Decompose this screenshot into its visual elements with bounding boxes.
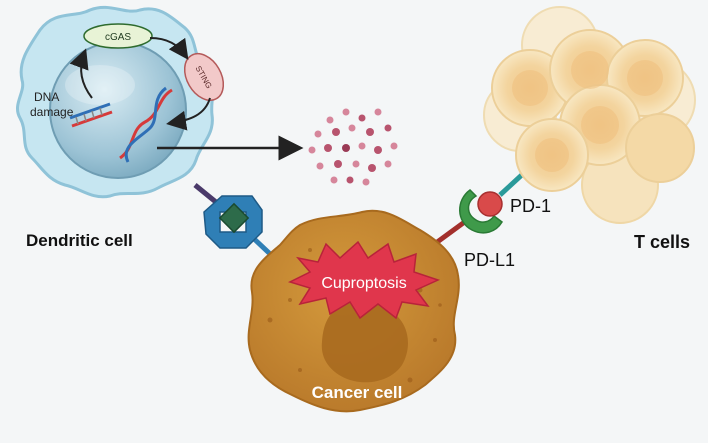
dna-helix-icon: [119, 86, 173, 163]
cgas-label: cGAS: [105, 32, 131, 43]
cgas-node: cGAS: [83, 23, 153, 49]
pdl1-label: PD-L1: [464, 250, 515, 270]
dna-damage-label-line1: DNA: [34, 90, 59, 104]
dna-damage-label-line2: damage: [30, 105, 74, 119]
cancer-cell: [247, 209, 460, 413]
pd1-to-tcell-link: [498, 170, 527, 197]
cuproptosis-burst: Cuproptosis: [287, 240, 441, 320]
sting-to-dna-arrow: [166, 97, 211, 131]
broken-dna-icon: [69, 102, 113, 128]
cancer-nucleus: [321, 301, 408, 383]
receptor-complex: [203, 195, 263, 249]
nucleus-highlight: [65, 65, 135, 105]
cgas-to-sting-arrow: [149, 37, 189, 60]
t-cells-label: T cells: [634, 232, 690, 252]
dendritic-cell-label: Dendritic cell: [26, 231, 133, 250]
t-cell: [625, 113, 695, 183]
particle-cluster: [308, 108, 398, 186]
pd1-label: PD-1: [510, 196, 551, 216]
cancer-cell-label: Cancer cell: [312, 383, 403, 402]
dna-damage-to-cgas-arrow: [69, 48, 93, 99]
receptor-blue: [203, 195, 263, 249]
cuproptosis-label: Cuproptosis: [321, 275, 406, 292]
antigen-square: [218, 202, 250, 234]
pd1-receptor: [477, 191, 503, 217]
t-cell-cluster: [483, 6, 696, 224]
sting-node: STING: [183, 52, 225, 102]
